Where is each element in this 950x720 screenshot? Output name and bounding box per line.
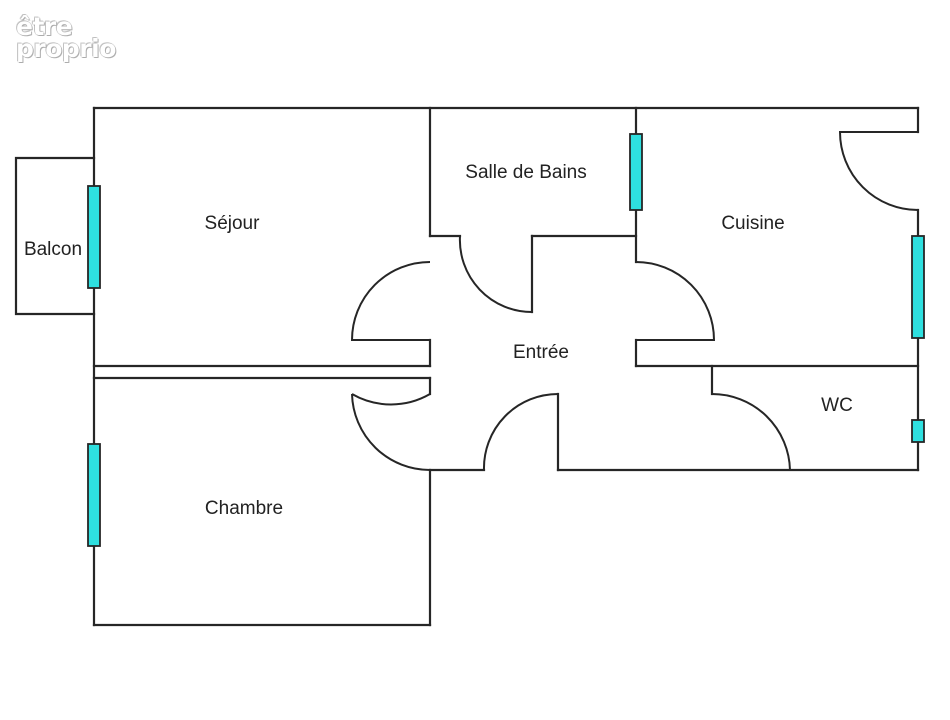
label-cuisine: Cuisine <box>721 213 784 234</box>
window-wc <box>911 419 925 443</box>
walls <box>14 106 920 627</box>
window-cuisine <box>911 235 925 339</box>
doors <box>350 131 919 471</box>
label-salle-de-bains: Salle de Bains <box>465 162 586 183</box>
label-entree: Entrée <box>513 342 569 363</box>
door-cuisine <box>635 261 716 341</box>
door-wc <box>711 393 791 471</box>
window-chambre <box>87 443 101 547</box>
label-balcon: Balcon <box>24 239 82 260</box>
door-cuisine-exterior <box>838 131 919 211</box>
door-sejour <box>350 261 431 341</box>
windows <box>87 133 925 547</box>
logo-line-2: proprio <box>16 34 116 63</box>
room-labels: Séjour Balcon Salle de Bains Cuisine Ent… <box>24 162 853 519</box>
window-salle-de-bains <box>629 133 643 211</box>
door-entree <box>482 393 559 471</box>
door-salle-de-bains <box>458 235 533 314</box>
watermark-logo: être proprio <box>16 12 116 63</box>
label-wc: WC <box>821 395 853 416</box>
door-chambre <box>351 393 431 471</box>
logo-line-1: être <box>16 12 73 41</box>
balcon-outline <box>14 156 96 316</box>
label-chambre: Chambre <box>205 498 283 519</box>
window-sejour <box>87 185 101 289</box>
label-sejour: Séjour <box>205 213 261 234</box>
